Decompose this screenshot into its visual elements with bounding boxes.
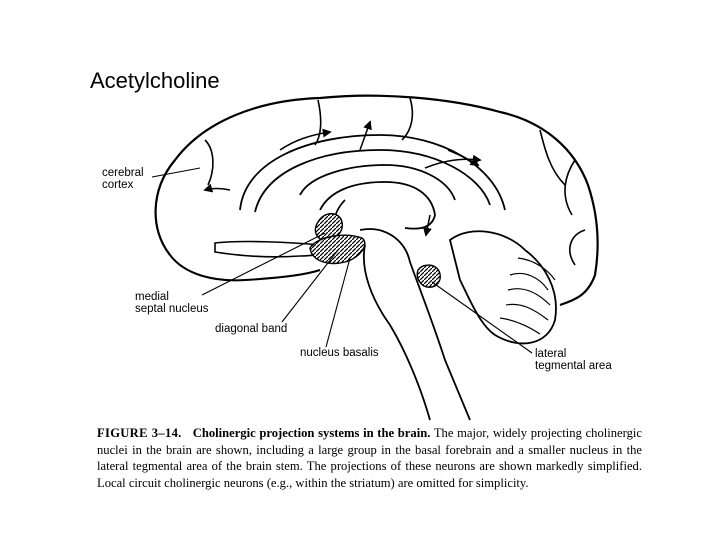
figure-caption: FIGURE 3–14. Cholinergic projection syst… [97, 425, 642, 491]
nucleus-basalis-shape [309, 234, 366, 265]
label-septal-nucleus: septal nucleus [135, 303, 209, 315]
label-nucleus-basalis: nucleus basalis [300, 347, 379, 359]
lateral-tegmental-shape [416, 264, 441, 288]
label-cerebral: cerebral [102, 167, 144, 179]
label-lateral: lateral [535, 348, 566, 360]
slide-title: Acetylcholine [90, 68, 220, 93]
caption-body: The major, widely projecting cholinergic… [97, 426, 642, 490]
label-diagonal-band: diagonal band [215, 323, 287, 335]
label-tegmental-area: tegmental area [535, 360, 612, 372]
label-medial: medial [135, 291, 169, 303]
caption-figure-number: FIGURE 3–14. [97, 426, 182, 440]
brain-outline [154, 94, 599, 307]
caption-title: Cholinergic projection systems in the br… [192, 426, 431, 440]
label-cortex: cortex [102, 179, 134, 191]
